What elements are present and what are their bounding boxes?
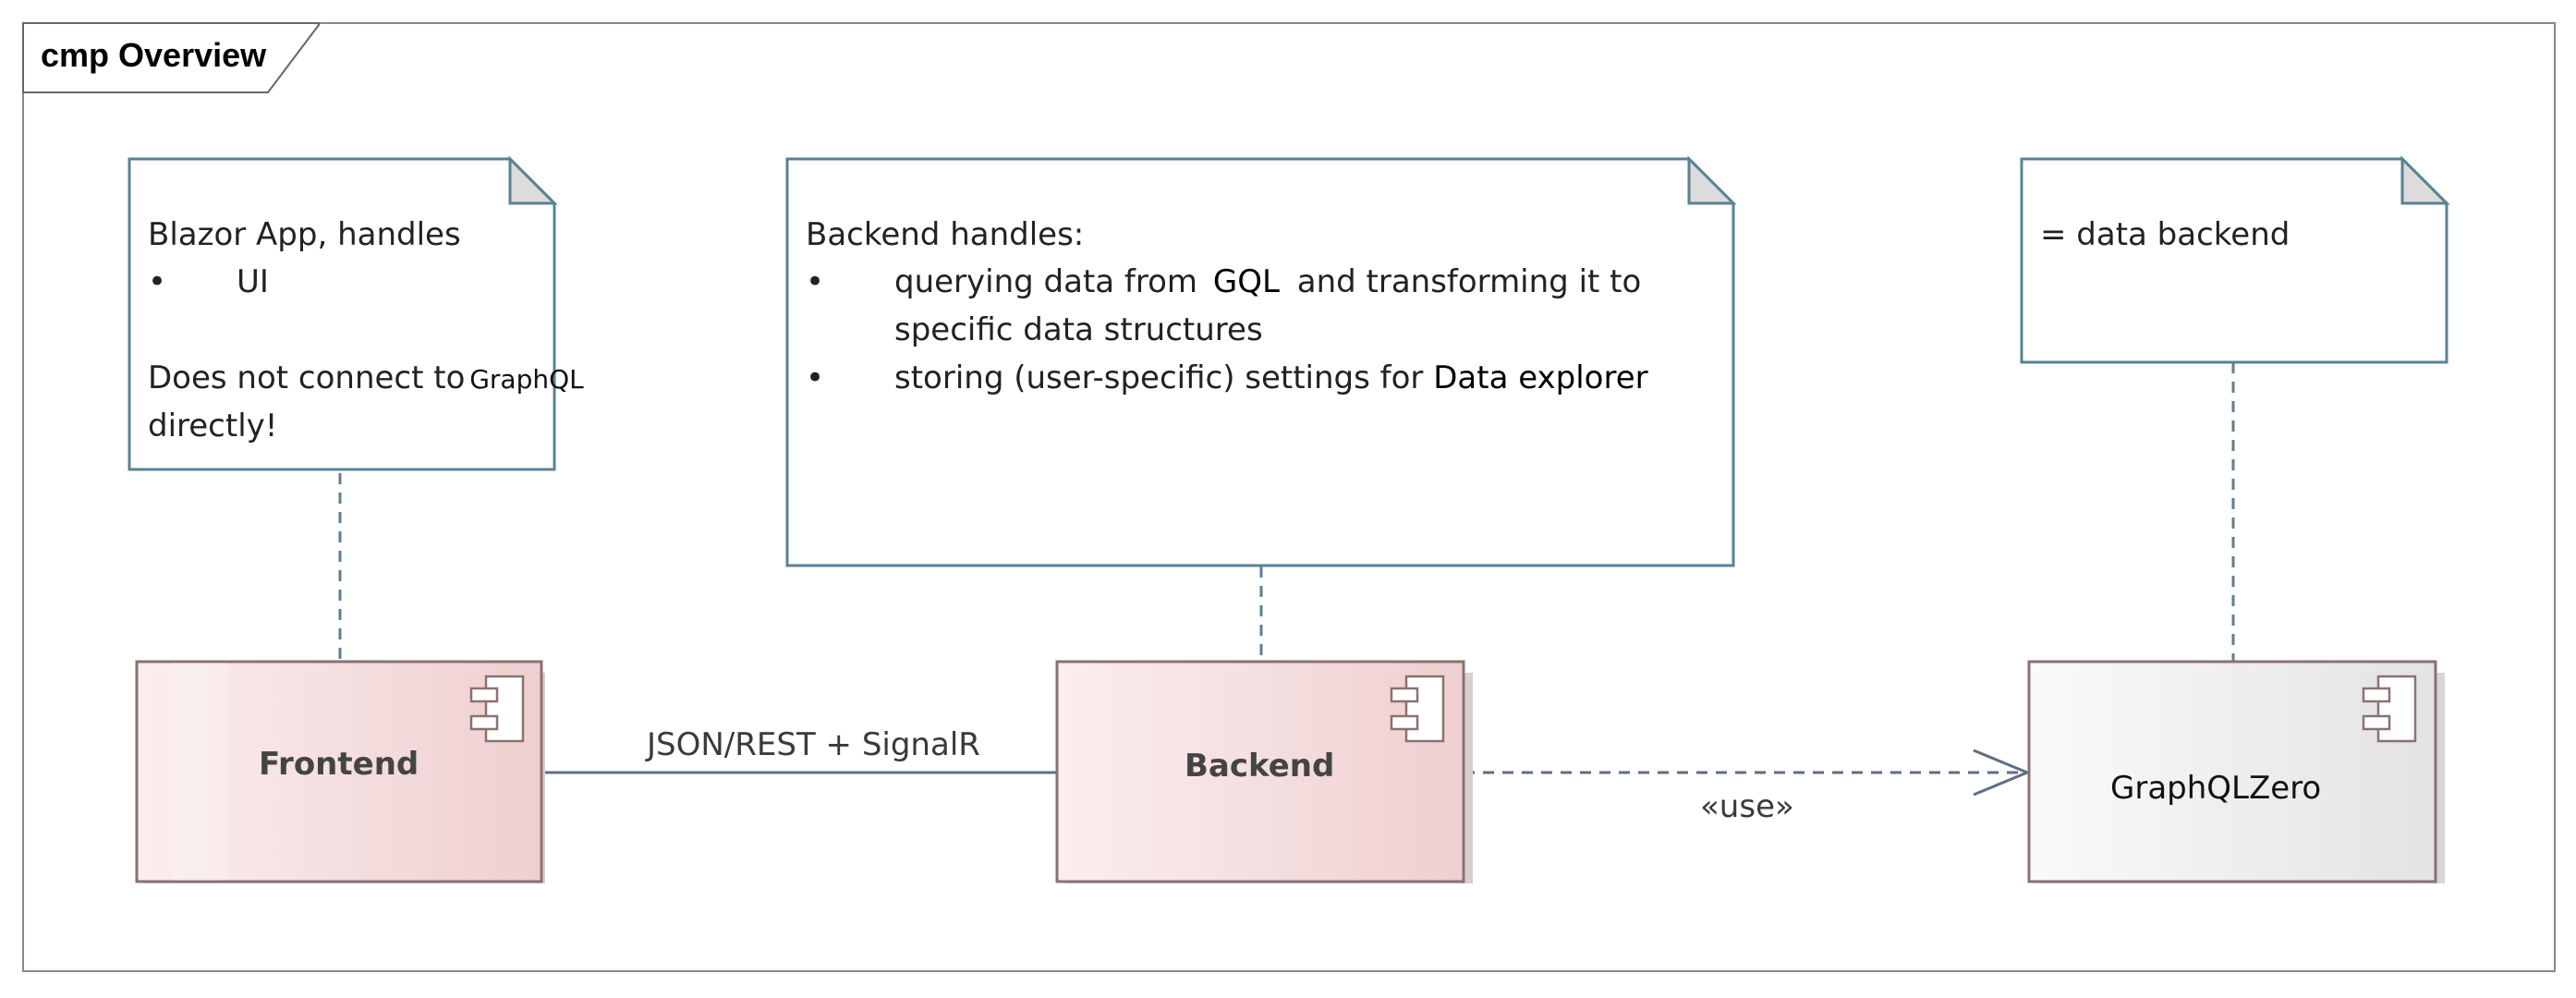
note-anchors [338, 362, 2235, 662]
connector-rest-label: JSON/REST + SignalR [645, 726, 980, 763]
backend-note-data-explorer-term: Data explorer [1433, 359, 1647, 396]
backend-note-bullet1-line2: specific data structures [894, 311, 1263, 348]
component-icon [1390, 675, 1445, 743]
backend-note-b2-prefix: storing (user-specific) settings for [894, 359, 1433, 396]
component-graphqlzero[interactable]: GraphQLZero [2027, 660, 2445, 883]
frontend-note-line3: Does not connect to GraphQL [148, 359, 584, 396]
component-icon [469, 675, 525, 743]
frontend-note-line1: Blazor App, handles [148, 216, 461, 253]
frontend-note-line4: directly! [148, 408, 277, 444]
note-frontend[interactable]: Blazor App, handles • UI Does not connec… [128, 155, 584, 471]
frontend-note-line3-prefix: Does not connect to [148, 359, 475, 396]
use-arrowhead-icon [1973, 748, 2031, 797]
backend-note-line1: Backend handles: [806, 216, 1084, 253]
backend-note-bullet1: • [806, 263, 824, 300]
connector-use-label: «use» [1700, 788, 1794, 825]
frontend-note-graphql-term: GraphQL [469, 364, 584, 395]
backend-note-bullet1-text: querying data from GQL and transforming … [894, 263, 1641, 300]
backend-note-b1-prefix: querying data from [894, 263, 1208, 300]
connector-use[interactable]: «use» [1464, 748, 2031, 825]
frontend-note-bullet: • [148, 263, 166, 300]
frame-title: cmp Overview [41, 36, 267, 74]
component-icon [2362, 675, 2417, 743]
note-graphql[interactable]: = data backend [2020, 155, 2450, 364]
backend-note-bullet2: • [806, 359, 824, 396]
frontend-note-bullet-ui: UI [237, 263, 269, 300]
backend-note-gql-term: GQL [1213, 263, 1280, 300]
connector-rest[interactable]: JSON/REST + SignalR [542, 726, 1057, 774]
frontend-label: Frontend [259, 746, 419, 783]
component-backend[interactable]: Backend [1055, 660, 1473, 883]
backend-label: Backend [1185, 748, 1334, 785]
note-backend[interactable]: Backend handles: • querying data from GQ… [785, 155, 1737, 567]
backend-note-bullet2-text: storing (user-specific) settings for Dat… [894, 359, 1648, 396]
backend-note-b1-suffix: and transforming it to [1287, 263, 1641, 300]
graphqlzero-label: GraphQLZero [2110, 770, 2321, 807]
graphql-note-line1: = data backend [2040, 216, 2290, 253]
component-frontend[interactable]: Frontend [135, 660, 545, 883]
